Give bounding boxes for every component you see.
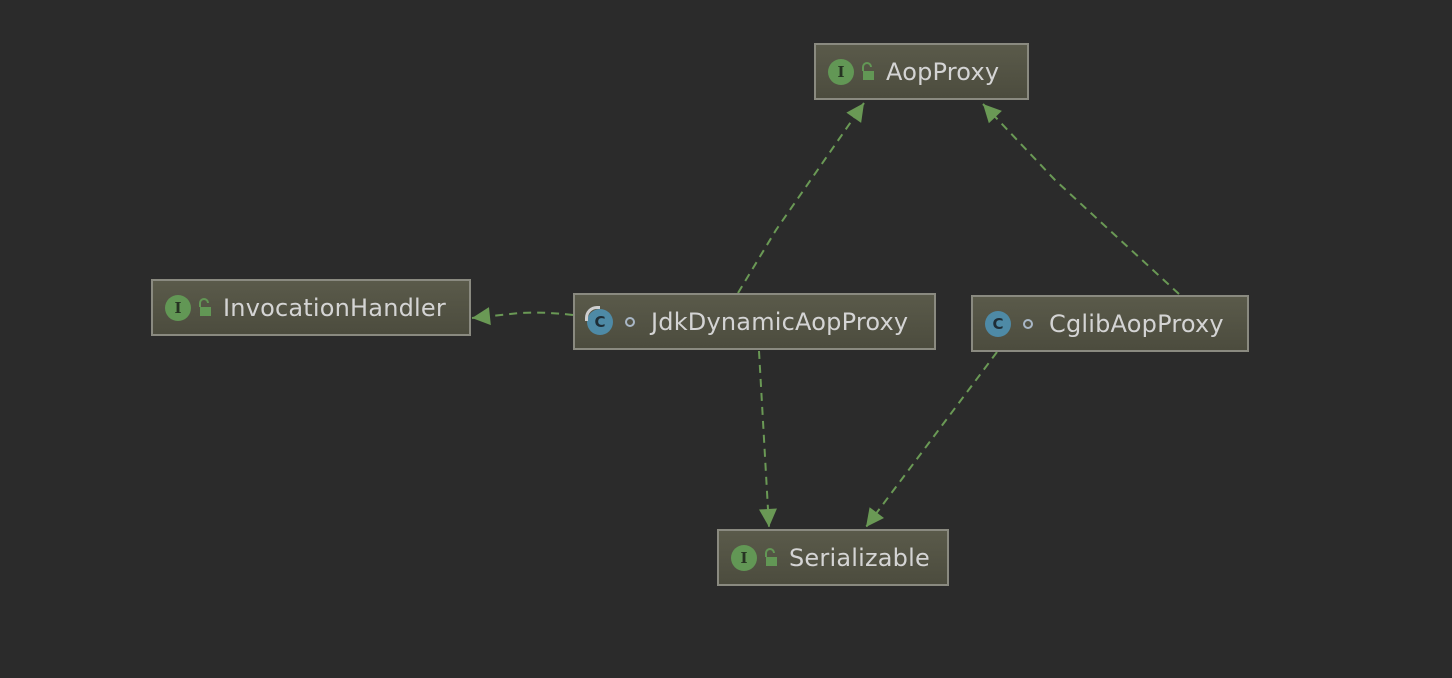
class-icon: C	[985, 310, 1011, 337]
node-label: Serializable	[789, 543, 930, 572]
edge-jdkdynamicaopproxy-to-invocationhandler	[471, 307, 574, 326]
node-serializable[interactable]: I Serializable	[717, 529, 949, 586]
final-class-marker-icon	[585, 305, 600, 321]
node-label: CglibAopProxy	[1049, 309, 1224, 338]
node-invocationhandler[interactable]: I InvocationHandler	[151, 279, 471, 336]
lock-open-icon	[197, 297, 211, 318]
node-cglibaopproxy[interactable]: C CglibAopProxy	[971, 295, 1249, 352]
edge-cglibaopproxy-to-aopproxy	[982, 103, 1180, 295]
interface-icon: I	[828, 58, 854, 85]
interface-icon: I	[165, 294, 191, 321]
class-icon: C	[585, 305, 613, 335]
node-jdkdynamicaopproxy[interactable]: C JdkDynamicAopProxy	[573, 293, 936, 350]
edge-jdkdynamicaopproxy-to-aopproxy	[737, 102, 865, 294]
package-private-dot-icon	[623, 315, 637, 329]
lock-open-icon	[860, 61, 874, 82]
package-private-dot-icon	[1021, 317, 1035, 331]
node-label: JdkDynamicAopProxy	[651, 307, 909, 336]
node-label: InvocationHandler	[223, 293, 446, 322]
edge-jdkdynamicaopproxy-to-serializable	[758, 350, 777, 528]
node-label: AopProxy	[886, 57, 1000, 86]
lock-open-icon	[763, 547, 777, 568]
interface-icon: I	[731, 544, 757, 571]
edge-cglibaopproxy-to-serializable	[865, 351, 998, 528]
node-aopproxy[interactable]: I AopProxy	[814, 43, 1029, 100]
